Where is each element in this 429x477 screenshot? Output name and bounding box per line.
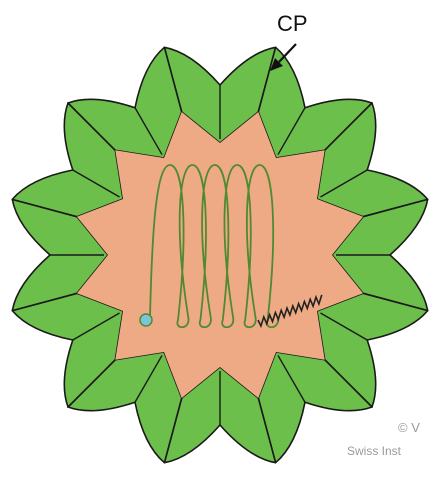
cp-label: CP <box>277 11 308 36</box>
capsid-core <box>77 112 363 398</box>
credit-line-1: © V <box>398 420 420 435</box>
genome-terminal-protein <box>140 314 152 326</box>
credit-line-2: Swiss Inst <box>347 444 402 458</box>
